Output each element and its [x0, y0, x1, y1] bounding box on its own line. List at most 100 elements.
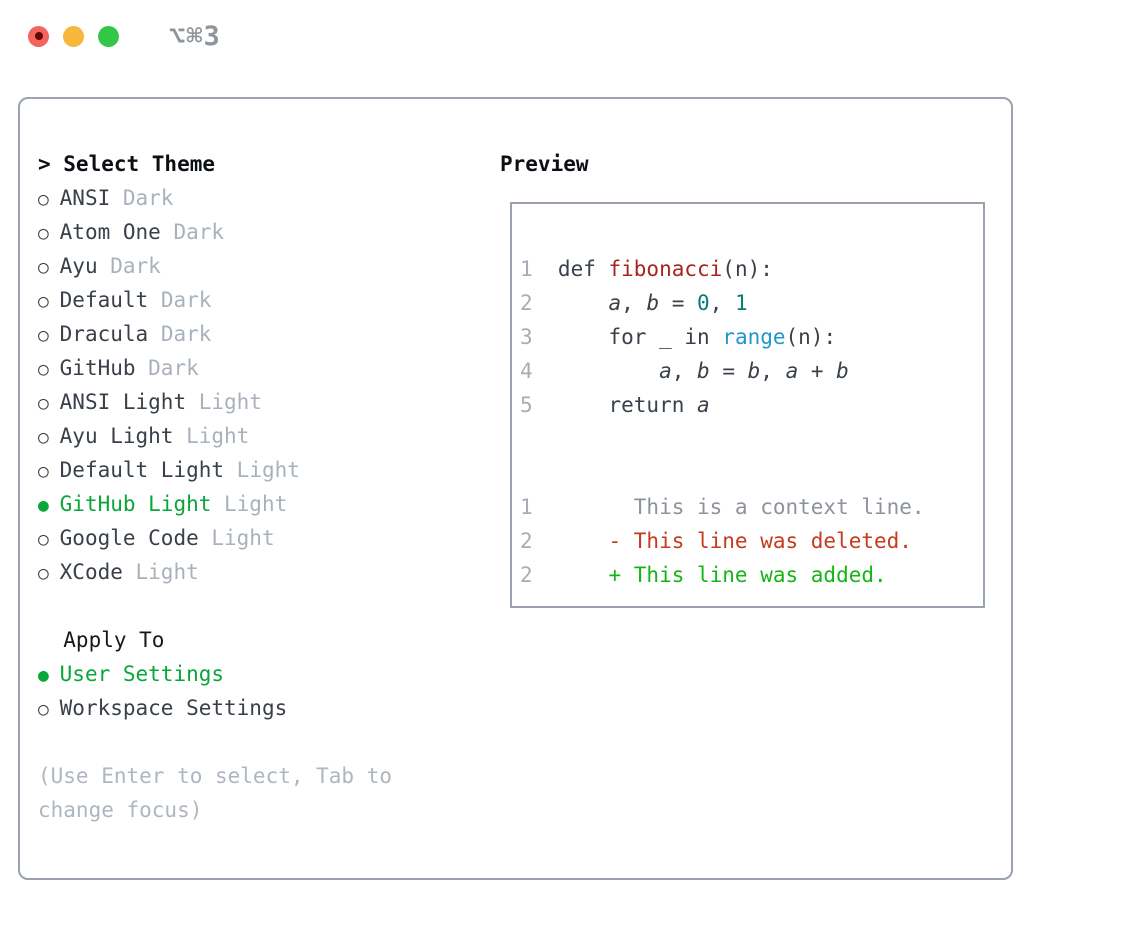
apply-option-workspace-settings[interactable]: ○ Workspace Settings [38, 691, 392, 725]
radio-icon: ○ [38, 223, 49, 244]
theme-name: Google Code [59, 526, 199, 550]
theme-variant-tag: Light [224, 492, 288, 516]
code-segment-code: return [557, 393, 697, 417]
code-segment-code: , [709, 291, 735, 315]
radio-selected-icon: ● [38, 665, 49, 686]
radio-icon: ○ [38, 291, 49, 312]
line-number: 2 [520, 291, 533, 315]
line-number: 1 [520, 495, 533, 519]
code-segment-var: a [785, 359, 799, 383]
code-segment-code: for _ in [557, 325, 723, 349]
code-line: 5 return a [520, 388, 975, 422]
line-number: 5 [520, 393, 533, 417]
apply-option-label: User Settings [59, 662, 225, 686]
line-number: 3 [520, 325, 533, 349]
theme-variant-tag: Light [198, 390, 262, 414]
theme-variant-tag: Dark [173, 220, 225, 244]
radio-icon: ○ [38, 359, 49, 380]
theme-variant-tag: Dark [110, 254, 161, 278]
radio-selected-icon: ● [38, 495, 49, 516]
spacer [38, 725, 392, 759]
code-segment-num: 0 [697, 291, 710, 315]
code-segment-code: + [798, 359, 837, 383]
radio-icon: ○ [38, 699, 49, 720]
radio-icon: ○ [38, 529, 49, 550]
line-number: 2 [520, 529, 533, 553]
theme-option-dracula[interactable]: ○ Dracula Dark [38, 317, 392, 351]
preview-title: Preview [500, 152, 589, 176]
code-line [520, 422, 975, 456]
code-segment-var: a [608, 291, 622, 315]
hint-text: (Use Enter to select, Tab to change focu… [38, 764, 393, 822]
theme-option-ayu-light[interactable]: ○ Ayu Light Light [38, 419, 392, 453]
theme-variant-tag: Dark [160, 288, 212, 312]
code-segment-code: (n): [722, 257, 773, 281]
theme-option-github-light[interactable]: ● GitHub Light Light [38, 487, 392, 521]
code-segment-code: , [621, 291, 647, 315]
theme-option-ansi-light[interactable]: ○ ANSI Light Light [38, 385, 392, 419]
maximize-button[interactable] [98, 25, 119, 47]
apply-to-title: Apply To [63, 628, 165, 652]
code-line: 2 + This line was added. [520, 558, 975, 592]
window-title: ⌥⌘3 [169, 20, 221, 52]
radio-icon: ○ [38, 427, 49, 448]
theme-name: Ayu [59, 254, 98, 278]
radio-icon: ○ [38, 393, 49, 414]
apply-option-label: Workspace Settings [59, 696, 288, 720]
radio-icon: ○ [38, 325, 49, 346]
code-segment-var: b [646, 291, 660, 315]
code-segment-code: (n): [785, 325, 837, 349]
code-segment-code: = [659, 291, 698, 315]
apply-option-user-settings[interactable]: ● User Settings [38, 657, 392, 691]
theme-name: Dracula [59, 322, 149, 346]
theme-option-google-code[interactable]: ○ Google Code Light [38, 521, 392, 555]
theme-option-default[interactable]: ○ Default Dark [38, 283, 392, 317]
theme-name: GitHub [59, 356, 136, 380]
theme-name: GitHub Light [59, 492, 212, 516]
theme-name: XCode [59, 560, 123, 584]
theme-variant-tag: Light [211, 526, 275, 550]
radio-icon: ○ [38, 189, 49, 210]
code-segment-context: This is a context line. [557, 495, 925, 519]
select-theme-title: Select Theme [63, 152, 215, 176]
code-segment-code: , [760, 359, 786, 383]
theme-name: ANSI Light [59, 390, 187, 414]
line-number: 1 [520, 257, 533, 281]
theme-variant-tag: Dark [148, 356, 199, 380]
select-theme-header-row: > Select Theme [38, 147, 392, 181]
radio-icon: ○ [38, 563, 49, 584]
theme-name: Ayu Light [59, 424, 174, 448]
theme-variant-tag: Light [186, 424, 250, 448]
line-number: 2 [520, 563, 533, 587]
apply-to-list: ● User Settings ○ Workspace Settings [38, 657, 392, 725]
theme-name: Default [59, 288, 149, 312]
code-line: 3 for _ in range(n): [520, 320, 975, 354]
apply-to-header-row: Apply To [38, 623, 392, 657]
code-segment-var: b [697, 359, 710, 383]
code-line: 2 - This line was deleted. [520, 524, 975, 558]
code-line [520, 456, 975, 490]
theme-variant-tag: Dark [160, 322, 212, 346]
code-segment-var: a [659, 359, 672, 383]
code-segment-code [558, 291, 609, 315]
theme-option-github[interactable]: ○ GitHub Dark [38, 351, 392, 385]
close-button[interactable] [28, 25, 49, 47]
code-line: 1 This is a context line. [520, 490, 975, 524]
line-number: 4 [520, 359, 533, 383]
code-segment-var: b [747, 359, 761, 383]
minimize-button[interactable] [63, 25, 84, 47]
unsaved-dot-icon [34, 32, 43, 40]
code-segment-var: a [697, 393, 710, 417]
